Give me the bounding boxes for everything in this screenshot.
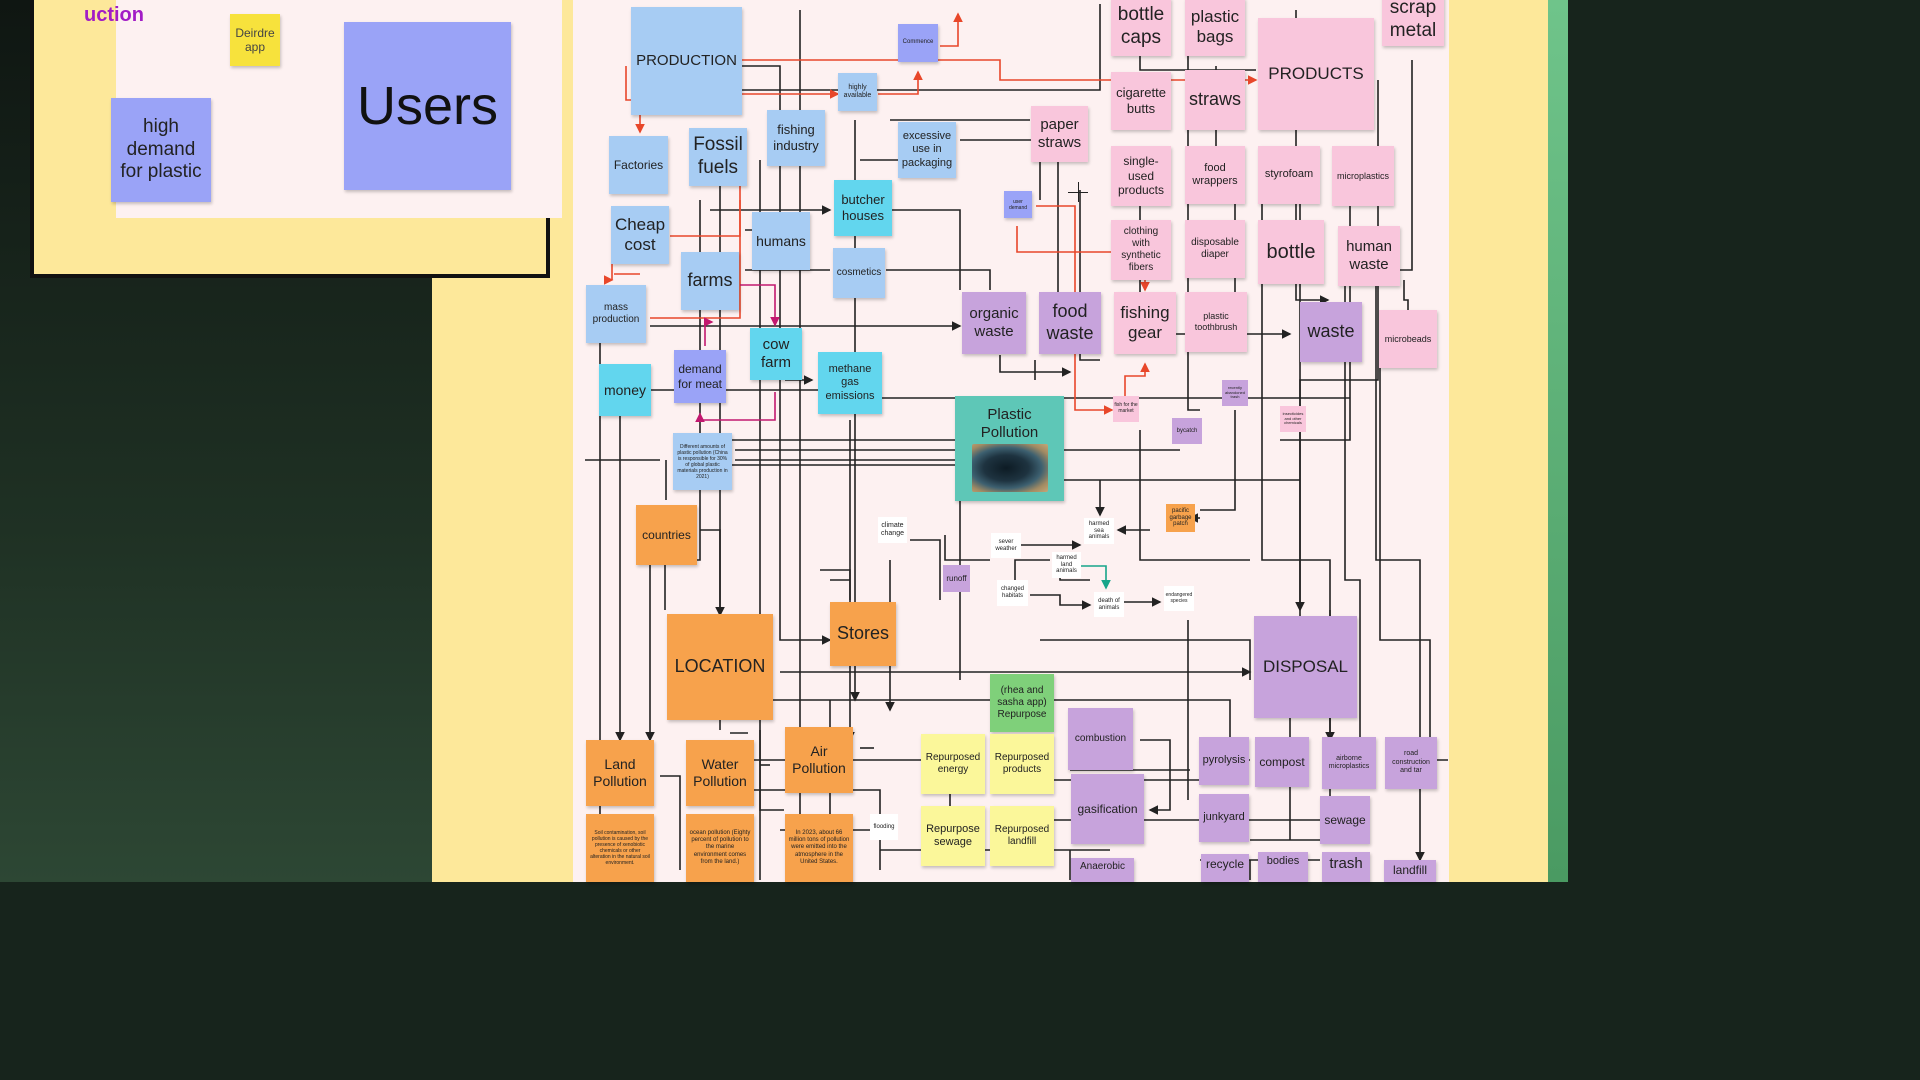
sticky-air-text[interactable]: In 2023, about 66 million tons of pollut… — [785, 814, 853, 882]
sticky-disposal[interactable]: DISPOSAL — [1254, 616, 1357, 718]
sticky-plastic-toothbrush[interactable]: plastic toothbrush — [1185, 292, 1247, 352]
sticky-harmed-sea-animals[interactable]: harmed sea animals — [1084, 518, 1114, 544]
sticky-disposable-diaper[interactable]: disposable diaper — [1185, 220, 1245, 278]
sticky-waste[interactable]: waste — [1300, 302, 1362, 362]
sticky-repurpose-app[interactable]: (rhea and sasha app) Repurpose — [990, 674, 1054, 732]
sticky-single-used[interactable]: single-used products — [1111, 146, 1171, 206]
sticky-highly-available[interactable]: highly available — [838, 73, 877, 111]
sticky-location[interactable]: LOCATION — [667, 614, 773, 720]
sticky-bottle[interactable]: bottle — [1258, 220, 1324, 284]
sticky-demand-for-meat[interactable]: demand for meat — [674, 350, 726, 403]
sticky-fishing-industry[interactable]: fishing industry — [767, 110, 825, 166]
sticky-mass-production[interactable]: mass production — [586, 285, 646, 343]
crosshair-cursor-icon-vertical — [1078, 182, 1079, 202]
sticky-repurposed-energy[interactable]: Repurposed energy — [921, 734, 985, 794]
sticky-butcher-houses[interactable]: butcher houses — [834, 180, 892, 236]
sticky-fossil-fuels[interactable]: Fossil fuels — [689, 128, 747, 186]
sticky-fishing-gear[interactable]: fishing gear — [1114, 292, 1176, 354]
sticky-paper-straws[interactable]: paper straws — [1031, 106, 1088, 162]
sticky-anaerobic[interactable]: Anaerobic — [1071, 858, 1134, 882]
sticky-methane-gas[interactable]: methane gas emissions — [818, 352, 882, 414]
sticky-junkyard[interactable]: junkyard — [1199, 794, 1249, 842]
sticky-food-waste[interactable]: food waste — [1039, 292, 1101, 354]
sticky-production[interactable]: PRODUCTION — [631, 7, 742, 115]
sticky-commence[interactable]: Commence — [898, 24, 938, 62]
sticky-cosmetics[interactable]: cosmetics — [833, 248, 885, 298]
sticky-bycatch[interactable]: bycatch — [1172, 418, 1202, 444]
sticky-gasification[interactable]: gasification — [1071, 774, 1144, 844]
sticky-compost[interactable]: compost — [1255, 737, 1309, 787]
sticky-changed-habitats[interactable]: changed habitats — [997, 580, 1028, 606]
sticky-fish-market[interactable]: fish for the market — [1113, 396, 1139, 422]
frame-title: uction — [84, 4, 144, 26]
sticky-scrap-metal[interactable]: scrap metal — [1382, 0, 1444, 46]
sticky-runoff[interactable]: runoff — [943, 565, 970, 592]
sticky-organic-waste[interactable]: organic waste — [962, 292, 1026, 354]
sticky-repurposed-products[interactable]: Repurposed products — [990, 734, 1054, 794]
sticky-cheap-cost[interactable]: Cheap cost — [611, 206, 669, 264]
sticky-abandoned-trash[interactable]: recently abandoned trash — [1222, 380, 1248, 406]
sticky-styrofoam[interactable]: styrofoam — [1258, 146, 1320, 204]
sticky-factories[interactable]: Factories — [609, 136, 668, 194]
sticky-airborne-microplastics[interactable]: airborne microplastics — [1322, 737, 1376, 789]
sticky-plastic-bags[interactable]: plastic bags — [1185, 0, 1245, 56]
sticky-road-construction[interactable]: road construction and tar — [1385, 737, 1437, 789]
sticky-cigarette-butts[interactable]: cigarette butts — [1111, 72, 1171, 130]
sticky-repurposed-landfill[interactable]: Repurposed landfill — [990, 806, 1054, 866]
sticky-farms[interactable]: farms — [681, 252, 739, 310]
sticky-soil-text[interactable]: Soil contamination, soil pollution is ca… — [586, 814, 654, 882]
sticky-plastic-pollution[interactable]: Plastic Pollution — [955, 396, 1064, 501]
sticky-water-pollution[interactable]: Water Pollution — [686, 740, 754, 806]
sticky-land-pollution[interactable]: Land Pollution — [586, 740, 654, 806]
sticky-countries[interactable]: countries — [636, 505, 697, 565]
sticky-landfill[interactable]: landfill — [1384, 860, 1436, 882]
sticky-ocean-text[interactable]: ocean pollution (Eighty percent of pollu… — [686, 814, 754, 882]
sticky-bottle-caps[interactable]: bottle caps — [1111, 0, 1171, 56]
sticky-air-pollution[interactable]: Air Pollution — [785, 727, 853, 793]
sticky-plastic-amounts[interactable]: Different amounts of plastic pollution (… — [673, 433, 732, 490]
sticky-pyrolysis[interactable]: pyrolysis — [1199, 737, 1249, 785]
sticky-trash[interactable]: trash — [1322, 852, 1370, 882]
sticky-deirdre-app[interactable]: Deirdre app — [230, 14, 280, 66]
sticky-insecticides[interactable]: insecticides and other chemicals — [1280, 406, 1306, 432]
sticky-food-wrappers[interactable]: food wrappers — [1185, 146, 1245, 204]
sticky-pacific-garbage[interactable]: pacific garbage patch — [1166, 504, 1195, 532]
sticky-human-waste[interactable]: human waste — [1338, 226, 1400, 286]
sticky-recycle[interactable]: recycle — [1201, 854, 1249, 882]
sticky-cow-farm[interactable]: cow farm — [750, 328, 802, 380]
sticky-endangered-species[interactable]: endangered species — [1164, 586, 1194, 611]
sticky-stores[interactable]: Stores — [830, 602, 896, 666]
sticky-repurpose-sewage[interactable]: Repurpose sewage — [921, 806, 985, 866]
plastic-pollution-label: Plastic Pollution — [980, 405, 1039, 441]
sticky-straws[interactable]: straws — [1185, 70, 1245, 130]
sticky-microplastics[interactable]: microplastics — [1332, 146, 1394, 206]
sticky-user-demand[interactable]: user demand — [1004, 191, 1032, 218]
background-green-edge — [1548, 0, 1568, 882]
sticky-climate-change[interactable]: climate change — [878, 517, 907, 543]
sticky-death-of-animals[interactable]: death of animals — [1094, 592, 1124, 617]
sticky-products[interactable]: PRODUCTS — [1258, 18, 1374, 130]
sticky-money[interactable]: money — [599, 364, 651, 416]
sticky-clothing[interactable]: clothing with synthetic fibers — [1111, 220, 1171, 280]
sticky-harmed-land-animals[interactable]: harmed land animals — [1052, 552, 1081, 578]
sticky-bodies[interactable]: bodies — [1258, 852, 1308, 882]
sticky-high-demand[interactable]: high demand for plastic — [111, 98, 211, 202]
sticky-humans[interactable]: humans — [752, 212, 810, 270]
sticky-users[interactable]: Users — [344, 22, 511, 190]
sticky-microbeads[interactable]: microbeads — [1379, 310, 1437, 368]
sticky-flooding[interactable]: flooding — [870, 814, 898, 840]
sticky-combustion[interactable]: combustion — [1068, 708, 1133, 770]
sticky-sever-weather[interactable]: sever weather — [991, 533, 1021, 558]
sea-turtle-image — [971, 443, 1048, 492]
sticky-excessive-packaging[interactable]: excessive use in packaging — [898, 122, 956, 178]
sticky-sewage[interactable]: sewage — [1320, 796, 1370, 844]
